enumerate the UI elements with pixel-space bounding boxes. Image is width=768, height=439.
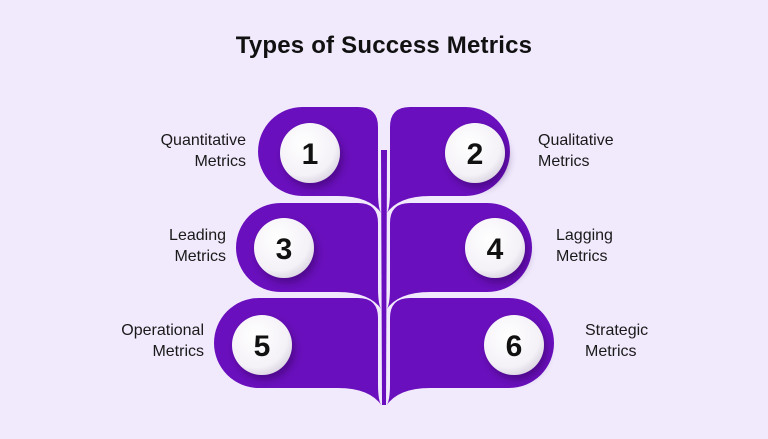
label-line1: Leading — [169, 227, 226, 244]
number-badge-5: 5 — [232, 315, 292, 375]
number-badge-2: 2 — [445, 123, 505, 183]
number-badge-1: 1 — [280, 123, 340, 183]
label-line2: Metrics — [538, 153, 590, 170]
label-line1: Qualitative — [538, 132, 614, 149]
badge-number: 4 — [487, 233, 504, 266]
number-badge-3: 3 — [254, 218, 314, 278]
label-lagging-metrics: Lagging Metrics — [556, 225, 613, 267]
badge-number: 1 — [302, 138, 319, 171]
badge-circle — [465, 218, 525, 278]
badge-circle — [232, 315, 292, 375]
stem — [381, 150, 387, 405]
number-badge-4: 4 — [465, 218, 525, 278]
label-line2: Metrics — [174, 248, 226, 265]
label-quantitative-metrics: Quantitative Metrics — [161, 130, 246, 172]
label-line1: Lagging — [556, 227, 613, 244]
diagram-title: Types of Success Metrics — [235, 32, 533, 59]
badge-circle — [484, 315, 544, 375]
badge-number: 5 — [254, 330, 271, 363]
number-badge-6: 6 — [484, 315, 544, 375]
label-line2: Metrics — [585, 343, 637, 360]
label-line1: Strategic — [585, 322, 649, 339]
label-line2: Metrics — [556, 248, 608, 265]
badge-circle — [254, 218, 314, 278]
badge-number: 6 — [506, 330, 523, 363]
badge-circle — [445, 123, 505, 183]
label-line1: Quantitative — [160, 132, 246, 149]
label-qualitative-metrics: Qualitative Metrics — [538, 130, 614, 172]
badge-circle — [280, 123, 340, 183]
label-operational-metrics: Operational Metrics — [121, 320, 204, 362]
label-line2: Metrics — [152, 343, 204, 360]
label-leading-metrics: Leading Metrics — [169, 225, 226, 267]
label-line1: Operational — [121, 322, 204, 339]
label-line2: Metrics — [194, 153, 246, 170]
label-strategic-metrics: Strategic Metrics — [585, 320, 648, 362]
badge-number: 2 — [467, 138, 484, 171]
badge-number: 3 — [276, 233, 293, 266]
